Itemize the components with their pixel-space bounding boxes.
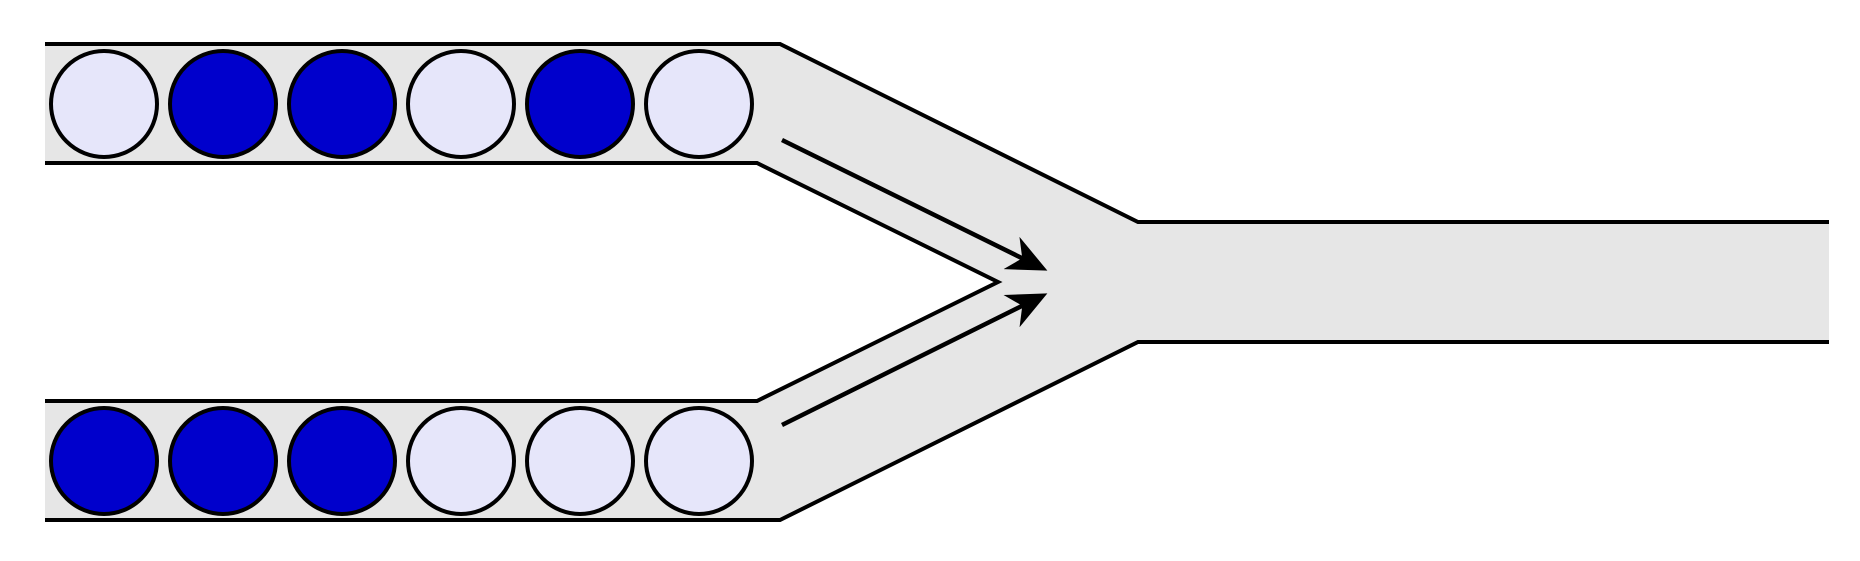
lower-outer-wall [45,340,1829,522]
inner-wedge-wall [45,161,1003,403]
upper-bead-light [644,49,754,159]
lower-inlet-beads [49,406,754,516]
upper-bead-light [49,49,159,159]
upper-outer-wall [45,42,1829,224]
upper-bead-dark [525,49,635,159]
lower-bead-dark [287,406,397,516]
upper-bead-dark [287,49,397,159]
lower-bead-light [525,406,635,516]
upper-bead-dark [168,49,278,159]
lower-bead-dark [49,406,159,516]
lower-flow-arrow [780,293,1048,428]
lower-bead-light [406,406,516,516]
upper-inlet-beads [49,49,754,159]
upper-bead-light [406,49,516,159]
lower-bead-light [644,406,754,516]
upper-flow-arrow [781,137,1048,271]
lower-bead-dark [168,406,278,516]
